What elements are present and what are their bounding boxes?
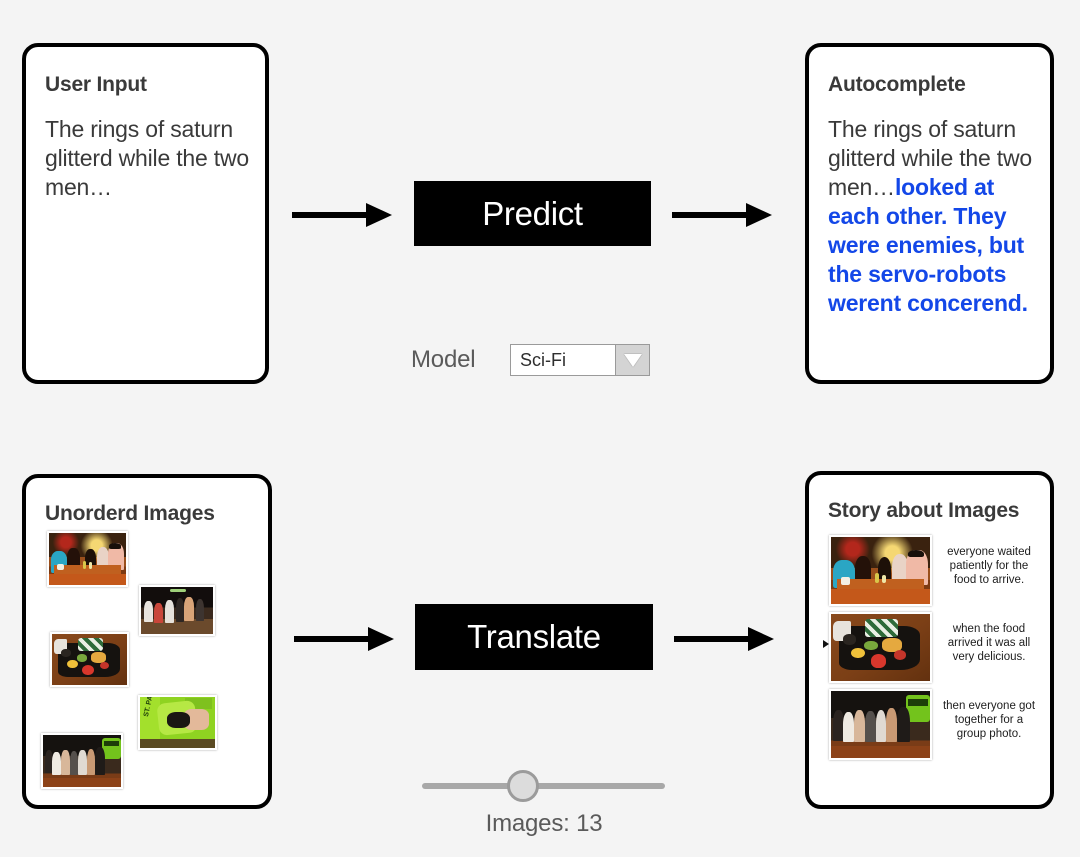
photo-group-shot[interactable] [829,689,932,760]
autocomplete-title: Autocomplete [828,73,966,96]
arrow-right-icon-translate-in [294,622,394,656]
autocomplete-completion: looked at each other. They were enemies,… [828,174,1028,316]
translate-button[interactable]: Translate [415,604,653,670]
model-select-arrow-box[interactable] [615,345,649,375]
story-title: Story about Images [828,499,1020,522]
story-scroll-marker-icon [823,640,829,648]
arrow-head [746,203,772,227]
model-select[interactable]: Sci-Fi [510,344,650,376]
unordered-images-title: Unorderd Images [45,502,215,525]
images-slider-track[interactable] [422,783,665,789]
model-select-value: Sci-Fi [520,349,566,370]
arrow-shaft [292,212,368,218]
story-caption: then everyone got together for a group p… [942,700,1036,740]
chevron-down-icon [623,353,642,367]
photo-food-platter[interactable] [829,612,932,683]
translate-button-label: Translate [467,618,601,655]
arrow-right-icon-translate-out [674,622,774,656]
autocomplete-text: The rings of saturn glitterd while the t… [828,115,1040,318]
story-caption: everyone waited patiently for the food t… [947,546,1031,586]
predict-button-label: Predict [482,194,583,232]
story-rows: everyone waited patiently for the food t… [829,535,1039,765]
story-caption: when the food arrived it was all very de… [947,623,1031,663]
photo-dance-crowd[interactable] [139,585,215,636]
predict-button[interactable]: Predict [414,181,651,246]
arrow-head [366,203,392,227]
arrow-shaft [294,636,370,642]
images-slider[interactable] [422,770,665,802]
images-slider-knob[interactable] [507,770,539,802]
autocomplete-prompt: The rings of saturn glitterd while the t… [828,116,1032,200]
arrow-right-icon-predict-in [292,198,392,232]
story-row: when the food arrived it was all very de… [829,612,1039,684]
model-label: Model [411,346,476,373]
photo-food-platter[interactable] [50,632,129,687]
user-input-card: User Input The rings of saturn glitterd … [22,43,269,384]
photo-restaurant-table[interactable] [829,535,932,606]
story-about-images-card: Story about Images everyone waited patie… [805,471,1054,809]
images-count-label: Images: 13 [485,810,603,837]
autocomplete-card: Autocomplete The rings of saturn glitter… [805,43,1054,384]
story-row: then everyone got together for a group p… [829,689,1039,761]
user-input-text: The rings of saturn glitterd while the t… [45,116,249,200]
arrow-shaft [672,212,748,218]
arrow-head [748,627,774,651]
photo-restaurant-table[interactable] [47,531,128,587]
user-input-title: User Input [45,73,147,96]
arrow-shaft [674,636,750,642]
photo-st-patty-merch[interactable]: ST. PATTY [138,695,217,750]
story-row: everyone waited patiently for the food t… [829,535,1039,607]
photo-group-shot[interactable] [41,733,123,789]
arrow-right-icon-predict-out [672,198,772,232]
arrow-head [368,627,394,651]
